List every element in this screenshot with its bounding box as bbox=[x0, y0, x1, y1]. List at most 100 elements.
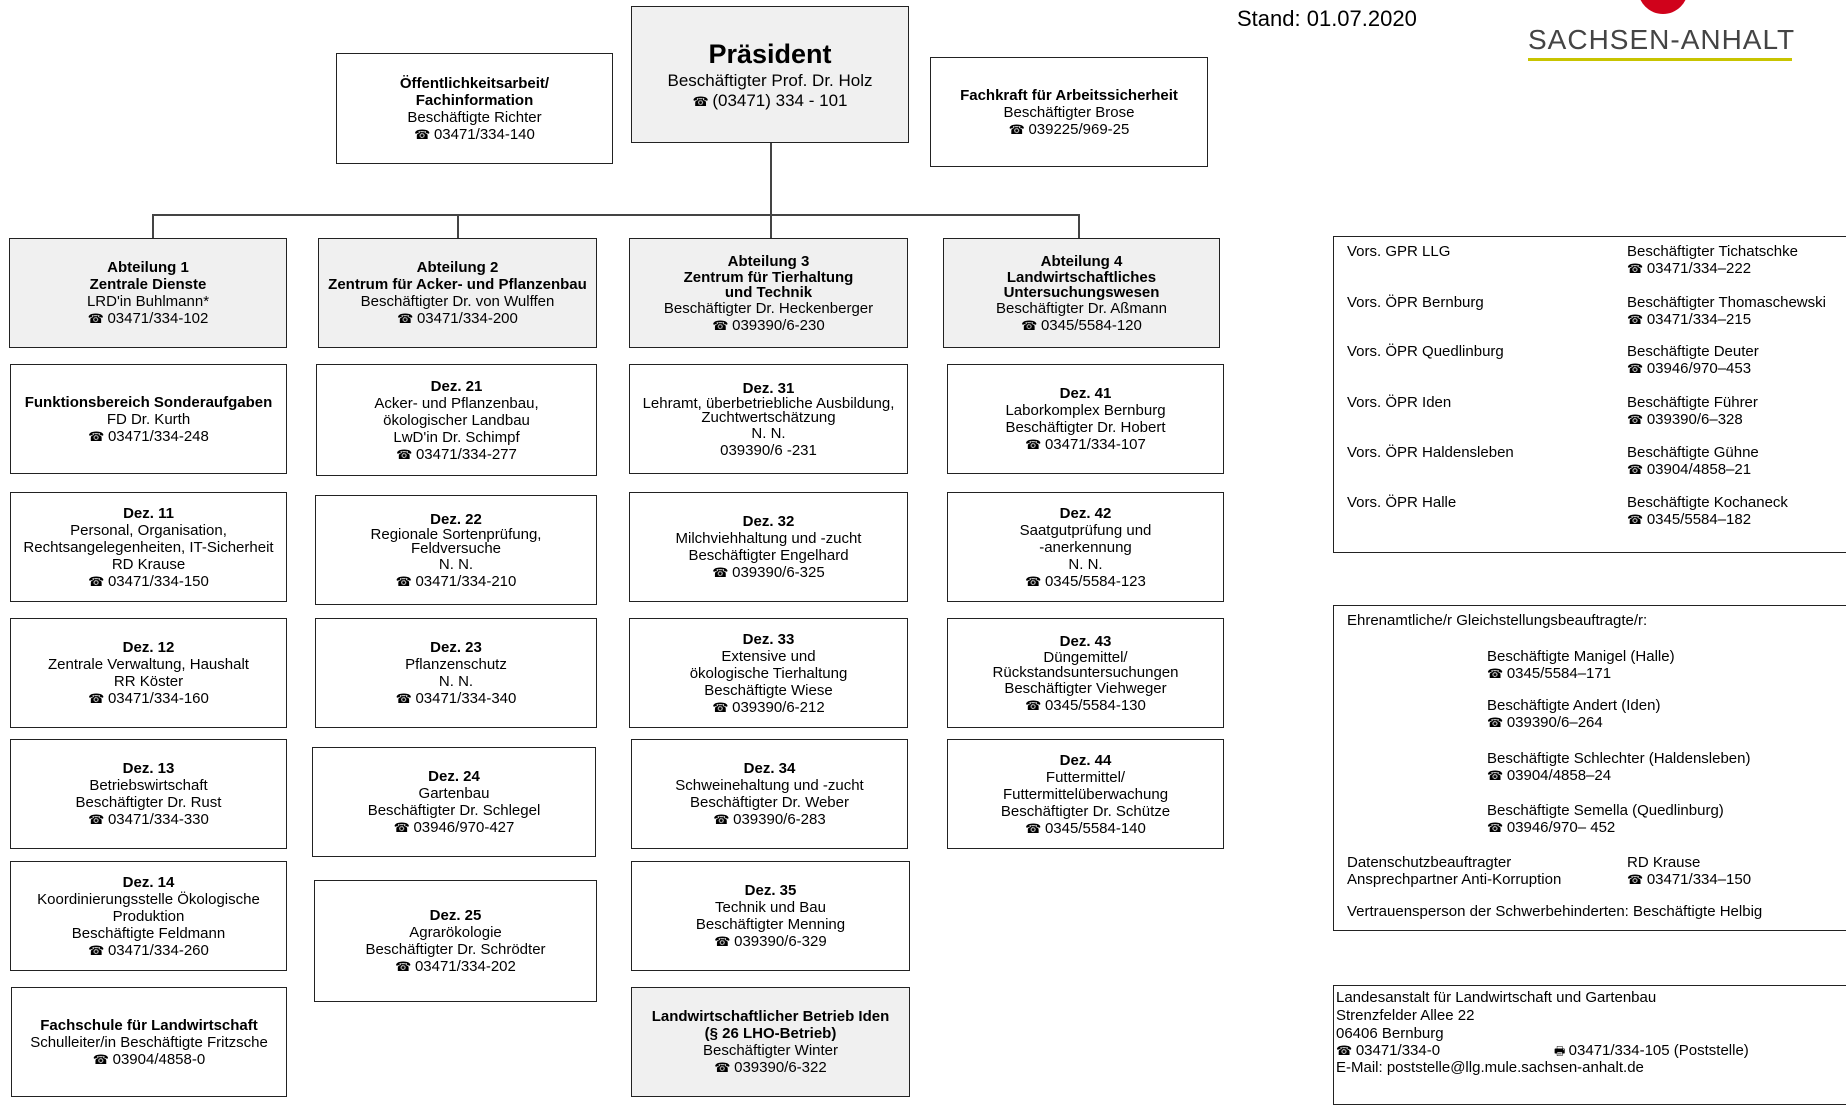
dataprotection-person: RD Krause bbox=[1627, 854, 1701, 871]
equality-person: Beschäftigte Schlechter (Haldensleben) bbox=[1487, 750, 1751, 767]
unit-title: Dez. 35 bbox=[744, 882, 797, 899]
coat-of-arms-icon bbox=[1638, 0, 1688, 14]
unit-line: Lehramt, überbetriebliche Ausbildung, bbox=[642, 394, 895, 412]
unit-phone: 03471/334-150 bbox=[88, 573, 209, 590]
unit-line: Beschäftigter Dr. Schrödter bbox=[365, 941, 546, 958]
unit-box-sonderaufgaben[interactable]: Funktionsbereich Sonderaufgaben FD Dr. K… bbox=[10, 364, 287, 474]
unit-title: Dez. 33 bbox=[742, 630, 795, 648]
connector-president-down bbox=[770, 143, 772, 217]
anticorruption-label: Ansprechpartner Anti-Korruption bbox=[1347, 871, 1562, 888]
unit-box-dez24[interactable]: Dez. 24 Gartenbau Beschäftigter Dr. Schl… bbox=[312, 747, 596, 857]
unit-line: RR Köster bbox=[113, 673, 184, 690]
unit-box-dez34[interactable]: Dez. 34 Schweinehaltung und -zucht Besch… bbox=[631, 739, 908, 849]
dept-title: Abteilung 2 bbox=[416, 259, 499, 276]
unit-line: Beschäftigter Dr. Schütze bbox=[1000, 802, 1171, 820]
state-logo: SACHSEN-ANHALT bbox=[1520, 0, 1800, 62]
council-person: Beschäftigte Gühne bbox=[1627, 444, 1759, 461]
unit-box-dez11[interactable]: Dez. 11 Personal, Organisation, Rechtsan… bbox=[10, 492, 287, 602]
staff-safety-box[interactable]: Fachkraft für Arbeitssicherheit Beschäft… bbox=[930, 57, 1208, 167]
council-phone: 03904/4858–21 bbox=[1627, 461, 1751, 478]
unit-title: Dez. 24 bbox=[428, 768, 480, 785]
unit-title: Dez. 32 bbox=[742, 513, 795, 530]
unit-box-dez21[interactable]: Dez. 21 Acker- und Pflanzenbau, ökologis… bbox=[316, 364, 597, 476]
unit-phone: 03471/334-260 bbox=[88, 942, 209, 959]
unit-box-dez42[interactable]: Dez. 42 Saatgutprüfung und -anerkennung … bbox=[947, 492, 1224, 602]
unit-line: Beschäftigter Dr. Hobert bbox=[1005, 419, 1166, 436]
unit-title: Dez. 14 bbox=[122, 873, 175, 891]
unit-title: Dez. 13 bbox=[122, 760, 175, 777]
equality-panel: Ehrenamtliche/r Gleichstellungsbeauftrag… bbox=[1333, 605, 1846, 931]
unit-box-dez31[interactable]: Dez. 31 Lehramt, überbetriebliche Ausbil… bbox=[629, 364, 908, 474]
staff-pr-person: Beschäftigte Richter bbox=[407, 108, 542, 126]
unit-line: Rechtsangelegenheiten, IT-Sicherheit bbox=[23, 538, 274, 556]
address-email[interactable]: E-Mail: poststelle@llg.mule.sachsen-anha… bbox=[1336, 1059, 1644, 1076]
unit-line: Agrarökologie bbox=[409, 924, 502, 941]
unit-line: Schweinehaltung und -zucht bbox=[675, 777, 864, 794]
unit-phone: 03471/334-210 bbox=[396, 573, 516, 590]
date-label: Stand: 01.07.2020 bbox=[1237, 6, 1417, 31]
dept-header-4[interactable]: Abteilung 4 Landwirtschaftliches Untersu… bbox=[943, 238, 1220, 348]
connector-col3 bbox=[770, 214, 772, 238]
unit-title: Dez. 31 bbox=[742, 379, 795, 397]
connector-col4 bbox=[1078, 214, 1080, 238]
unit-line: Beschäftigter Dr. Weber bbox=[690, 794, 849, 811]
unit-title: Funktionsbereich Sonderaufgaben bbox=[24, 393, 273, 411]
unit-box-dez33[interactable]: Dez. 33 Extensive und ökologische Tierha… bbox=[629, 618, 908, 728]
unit-phone: 0345/5584-140 bbox=[1025, 820, 1146, 837]
unit-title: Dez. 41 bbox=[1059, 385, 1112, 402]
unit-line: Acker- und Pflanzenbau, bbox=[374, 394, 539, 412]
equality-phone: 039390/6–264 bbox=[1487, 714, 1603, 731]
unit-line: Koordinierungsstelle Ökologische bbox=[37, 890, 260, 908]
dept-subtitle: Zentrum für Tierhaltung und Technik bbox=[683, 268, 854, 301]
staff-pr-phone: 03471/334-140 bbox=[414, 126, 535, 143]
unit-title: Dez. 12 bbox=[122, 639, 175, 656]
unit-line: Pflanzenschutz bbox=[405, 656, 507, 673]
unit-phone: 03904/4858-0 bbox=[93, 1051, 206, 1068]
unit-phone: 0345/5584-130 bbox=[1025, 697, 1146, 714]
unit-box-betrieb-iden[interactable]: Landwirtschaftlicher Betrieb Iden (§ 26 … bbox=[631, 987, 910, 1097]
council-phone: 0345/5584–182 bbox=[1627, 511, 1751, 528]
staff-pr-box[interactable]: Öffentlichkeitsarbeit/ Fachinformation B… bbox=[336, 53, 613, 164]
council-panel: Vors. GPR LLG Beschäftigter Tichatschke … bbox=[1333, 236, 1846, 553]
unit-line: N. N. bbox=[438, 673, 474, 690]
dept-phone: 03471/334-102 bbox=[88, 310, 208, 327]
unit-box-dez43[interactable]: Dez. 43 Düngemittel/ Rückstandsuntersuch… bbox=[947, 618, 1224, 728]
unit-title: Dez. 23 bbox=[430, 639, 482, 656]
dept-header-1[interactable]: Abteilung 1 Zentrale Dienste LRD'in Buhl… bbox=[9, 238, 287, 348]
unit-box-dez25[interactable]: Dez. 25 Agrarökologie Beschäftigter Dr. … bbox=[314, 880, 597, 1002]
dataprotection-label: Datenschutzbeauftragter bbox=[1347, 854, 1512, 871]
unit-phone: 03471/334-248 bbox=[88, 428, 209, 445]
unit-line: Betriebswirtschaft bbox=[89, 777, 208, 794]
unit-box-fachschule[interactable]: Fachschule für Landwirtschaft Schulleite… bbox=[11, 987, 287, 1097]
unit-box-dez12[interactable]: Dez. 12 Zentrale Verwaltung, Haushalt RR… bbox=[10, 618, 287, 728]
unit-box-dez14[interactable]: Dez. 14 Koordinierungsstelle Ökologische… bbox=[10, 861, 287, 971]
dept-title: Abteilung 4 bbox=[1040, 252, 1123, 270]
dept-header-2[interactable]: Abteilung 2 Zentrum für Acker- und Pflan… bbox=[318, 238, 597, 348]
unit-box-dez23[interactable]: Dez. 23 Pflanzenschutz N. N. 03471/334-3… bbox=[315, 618, 597, 728]
unit-phone: 03471/334-107 bbox=[1025, 436, 1146, 453]
unit-box-dez41[interactable]: Dez. 41 Laborkomplex Bernburg Beschäftig… bbox=[947, 364, 1224, 474]
unit-line: Regionale Sortenprüfung, bbox=[370, 525, 542, 543]
council-label: Vors. ÖPR Quedlinburg bbox=[1347, 343, 1504, 360]
dept-title: Abteilung 3 bbox=[727, 252, 810, 270]
president-phone: (03471) 334 - 101 bbox=[693, 91, 847, 112]
dept-subtitle: Landwirtschaftliches Untersuchungswesen bbox=[1003, 268, 1160, 301]
unit-line: Zentrale Verwaltung, Haushalt bbox=[48, 656, 249, 673]
unit-line: Futtermittel/ bbox=[1045, 768, 1126, 786]
unit-phone: 03471/334-340 bbox=[396, 690, 516, 707]
address-org: Landesanstalt für Landwirtschaft und Gar… bbox=[1336, 989, 1657, 1006]
unit-title: Dez. 11 bbox=[123, 504, 174, 522]
staff-pr-title: Öffentlichkeitsarbeit/ Fachinformation bbox=[399, 74, 550, 109]
president-box[interactable]: Präsident Beschäftigter Prof. Dr. Holz (… bbox=[631, 6, 909, 143]
dept-header-3[interactable]: Abteilung 3 Zentrum für Tierhaltung und … bbox=[629, 238, 908, 348]
logo-underline bbox=[1528, 58, 1792, 61]
unit-line: Personal, Organisation, bbox=[70, 521, 227, 539]
unit-box-dez22[interactable]: Dez. 22 Regionale Sortenprüfung, Feldver… bbox=[315, 495, 597, 605]
council-label: Vors. ÖPR Haldensleben bbox=[1347, 444, 1514, 461]
council-person: Beschäftigter Tichatschke bbox=[1627, 243, 1798, 260]
unit-box-dez44[interactable]: Dez. 44 Futtermittel/ Futtermittelüberwa… bbox=[947, 739, 1224, 849]
unit-box-dez32[interactable]: Dez. 32 Milchviehhaltung und -zucht Besc… bbox=[629, 492, 908, 602]
trust-person-line: Vertrauensperson der Schwerbehinderten: … bbox=[1347, 903, 1763, 920]
unit-box-dez35[interactable]: Dez. 35 Technik und Bau Beschäftigter Me… bbox=[631, 861, 910, 971]
unit-box-dez13[interactable]: Dez. 13 Betriebswirtschaft Beschäftigter… bbox=[10, 739, 287, 849]
